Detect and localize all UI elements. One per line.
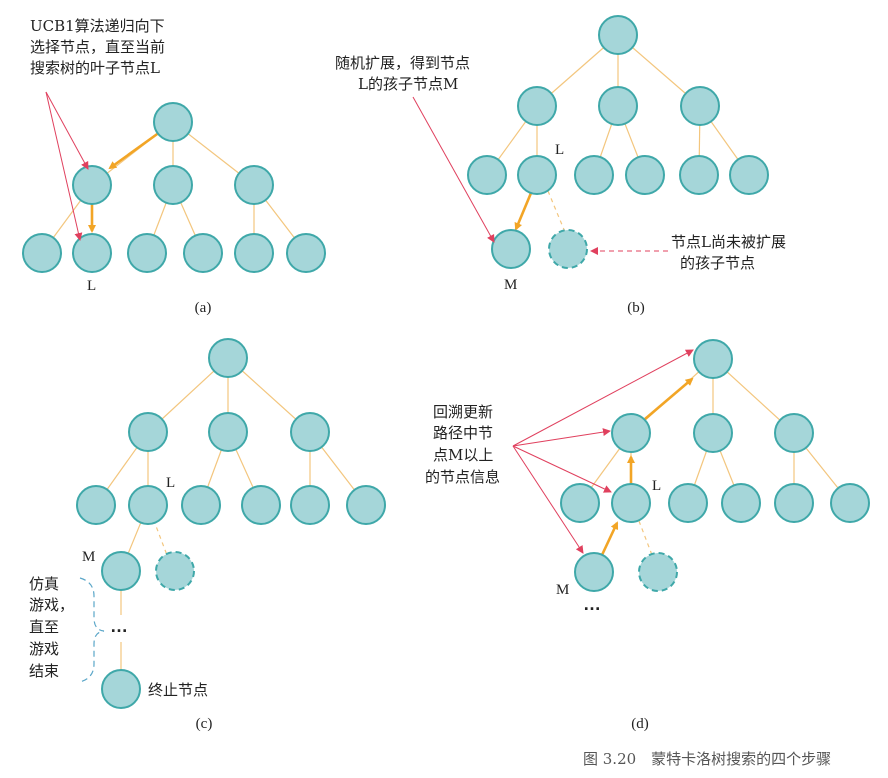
b-node-l1-2: [598, 86, 638, 126]
panel-d: 回溯更新 路径中节 点M以上 的节点信息 L M … (d): [425, 339, 870, 732]
c-root: [208, 338, 248, 378]
d-m-label: M: [556, 582, 569, 598]
c-node-l1-1: [128, 412, 168, 452]
b-unexpanded-line-1: 节点L尚未被扩展: [671, 233, 786, 251]
a-leaf-5: [234, 233, 274, 273]
d-l-label: L: [652, 478, 661, 494]
d-leaf-4: [721, 483, 761, 523]
d-node-l1-1: [611, 413, 651, 453]
c-node-m: [101, 551, 141, 591]
c-sim-brace: [79, 577, 105, 683]
b-root: [598, 15, 638, 55]
a-root: [153, 102, 193, 142]
d-ellipsis: …: [583, 594, 601, 614]
a-caption: (a): [195, 300, 212, 316]
d-root: [693, 339, 733, 379]
c-node-l1-2: [208, 412, 248, 452]
panel-b: 随机扩展，得到节点 L的孩子节点M L M 节点L尚未被扩展 的孩子节点 (b): [335, 15, 786, 316]
b-unexpanded-line-2: 的孩子节点: [680, 254, 755, 272]
panel-a: UCB1算法递归向下 选择节点，直至当前 搜索树的叶子节点L L (a): [22, 17, 326, 316]
d-note-line-2: 路径中节: [433, 424, 493, 442]
c-sim-line-1: 仿真: [29, 575, 59, 593]
c-node-unexpanded: [155, 551, 195, 591]
b-node-l1-1: [517, 86, 557, 126]
d-leaf-6: [830, 483, 870, 523]
c-node-l1-3: [290, 412, 330, 452]
c-terminal-node: [101, 669, 141, 709]
b-node-l: [517, 155, 557, 195]
b-node-m: [491, 229, 531, 269]
panel-c: L M … 仿真 游戏， 直至 游戏 结束 终止节点 (c): [29, 338, 386, 732]
c-leaf-3: [181, 485, 221, 525]
c-leaf-5: [290, 485, 330, 525]
d-note-line-4: 的节点信息: [425, 468, 500, 486]
d-node-l1-2: [693, 413, 733, 453]
figure-caption: 图 3.20 蒙特卡洛树搜索的四个步骤: [583, 750, 831, 768]
a-leaf-1: [22, 233, 62, 273]
a-leaf-3: [127, 233, 167, 273]
d-node-m: [574, 552, 614, 592]
b-leaf-1: [467, 155, 507, 195]
b-node-unexpanded: [548, 229, 588, 269]
c-sim-line-3: 直至: [29, 618, 59, 636]
d-caption: (d): [631, 716, 649, 732]
c-caption: (c): [196, 716, 213, 732]
b-leaf-5: [679, 155, 719, 195]
c-leaf-6: [346, 485, 386, 525]
d-node-l: [611, 483, 651, 523]
d-node-unexpanded: [638, 552, 678, 592]
c-l-label: L: [166, 475, 175, 491]
a-leaf-l: [72, 233, 112, 273]
d-node-l1-3: [774, 413, 814, 453]
a-leaf-4: [183, 233, 223, 273]
c-sim-line-5: 结束: [29, 662, 59, 680]
a-note-line-1: UCB1算法递归向下: [30, 17, 165, 35]
d-leaf-3: [668, 483, 708, 523]
a-note-line-3: 搜索树的叶子节点L: [30, 59, 160, 77]
a-leaf-l-label: L: [87, 278, 96, 294]
b-caption: (b): [627, 300, 645, 316]
b-leaf-4: [625, 155, 665, 195]
a-node-l1-1: [72, 165, 112, 205]
c-leaf-1: [76, 485, 116, 525]
b-note-line-1: 随机扩展，得到节点: [335, 54, 470, 72]
c-leaf-4: [241, 485, 281, 525]
b-leaf-6: [729, 155, 769, 195]
d-note-line-3: 点M以上: [433, 446, 493, 464]
d-note-line-1: 回溯更新: [433, 403, 493, 421]
b-note-line-2: L的孩子节点M: [358, 75, 458, 93]
c-sim-line-4: 游戏: [29, 640, 59, 658]
a-note-line-2: 选择节点，直至当前: [30, 38, 165, 56]
c-ellipsis: …: [110, 616, 128, 636]
b-l-label: L: [555, 142, 564, 158]
b-leaf-3: [574, 155, 614, 195]
d-leaf-1: [560, 483, 600, 523]
a-leaf-6: [286, 233, 326, 273]
d-leaf-5: [774, 483, 814, 523]
c-node-l: [128, 485, 168, 525]
a-node-l1-3: [234, 165, 274, 205]
b-node-l1-3: [680, 86, 720, 126]
c-m-label: M: [82, 549, 95, 565]
c-terminal-label: 终止节点: [148, 681, 208, 699]
c-sim-line-2: 游戏，: [29, 596, 74, 614]
a-node-l1-2: [153, 165, 193, 205]
b-m-label: M: [504, 277, 517, 293]
